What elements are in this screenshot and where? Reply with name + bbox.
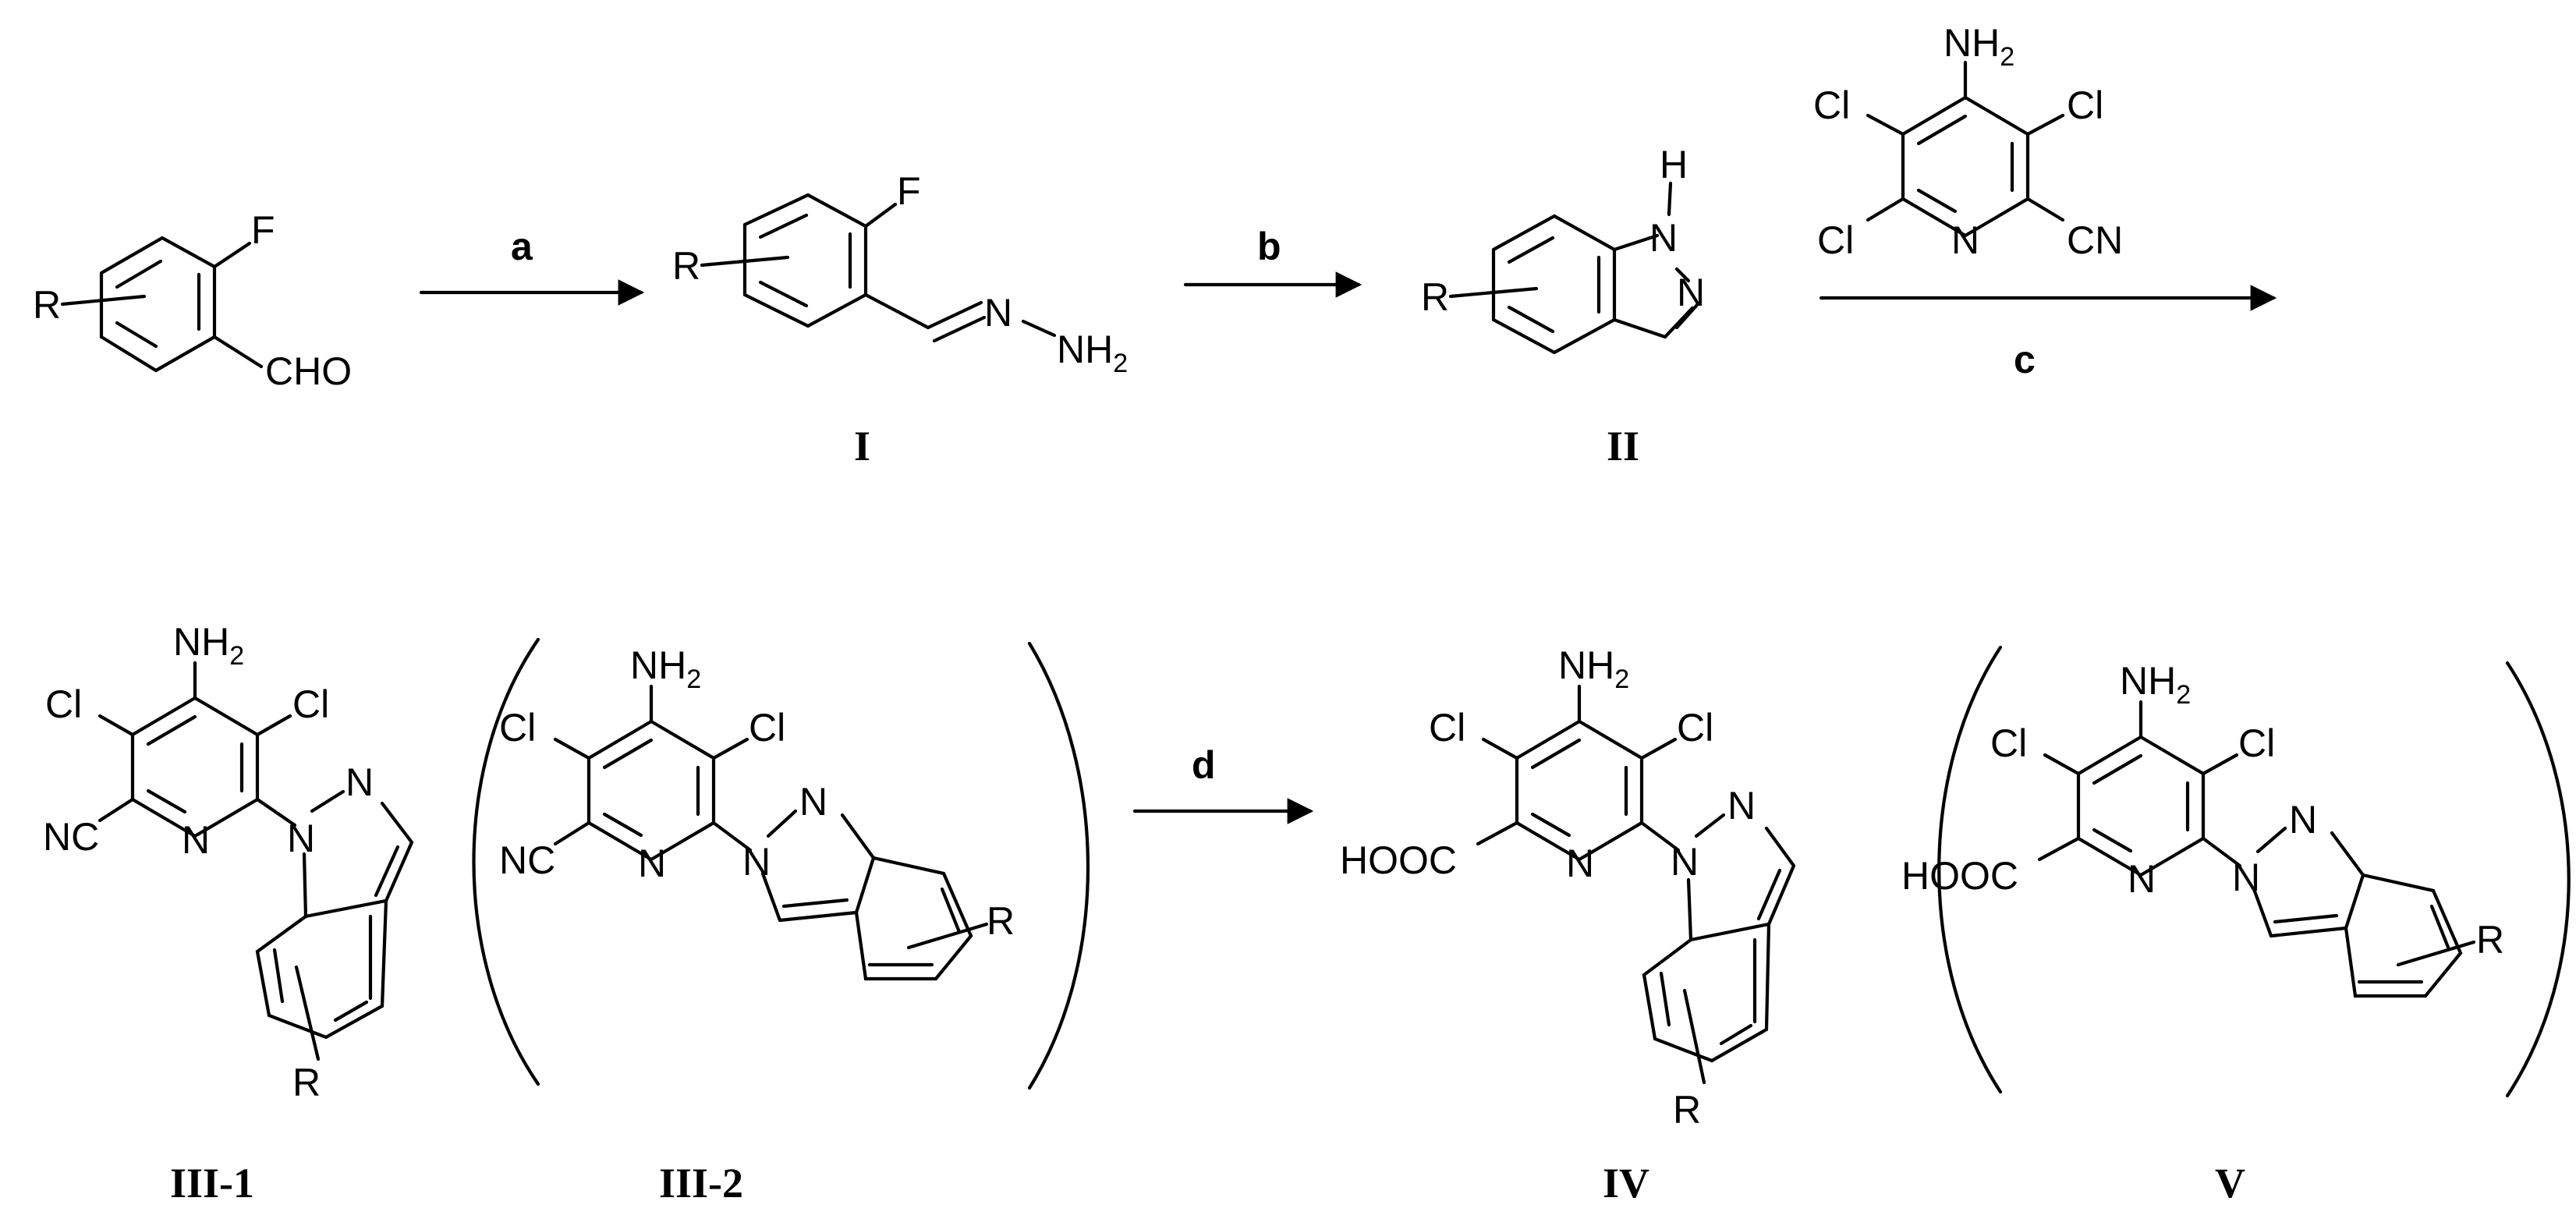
atom-cl: Cl [1677, 706, 1713, 749]
atom-cl: Cl [1990, 721, 2027, 765]
atom-n2: N [2289, 798, 2317, 842]
reagent-pyridine: NH2 Cl Cl Cl N CN [1813, 21, 2123, 262]
compound-label-iv: IV [1603, 1160, 1649, 1207]
atom-n: N [984, 291, 1012, 335]
atom-nh2: NH2 [173, 620, 244, 671]
atom-n: N [1566, 842, 1594, 885]
atom-nc: NC [499, 838, 555, 882]
atom-cl: Cl [749, 706, 785, 749]
atom-n: N [182, 818, 210, 862]
atom-n1: N [2232, 856, 2260, 899]
atom-n: N [2128, 857, 2156, 901]
compound-iv: NH2 Cl Cl HOOC N N N R IV [1340, 643, 1796, 1207]
compound-label-iii-1: III-1 [170, 1160, 254, 1207]
atom-cl: Cl [45, 682, 82, 726]
compound-v: NH2 Cl Cl HOOC N N N R V [1901, 645, 2571, 1207]
arrow-step-b: b [1183, 225, 1362, 298]
compound-label-ii: II [1607, 423, 1639, 470]
atom-cl: Cl [1429, 706, 1465, 749]
atom-r: R [987, 899, 1015, 943]
atom-hooc: HOOC [1340, 838, 1457, 882]
atom-nc: NC [43, 815, 99, 859]
arrow-step-a: a [419, 225, 645, 306]
atom-nh2: NH2 [2120, 659, 2191, 710]
atom-cl: Cl [1813, 83, 1850, 127]
atom-n1: N [742, 840, 771, 884]
compound-i: F R N NH2 I [672, 169, 1128, 470]
atom-r: R [1421, 275, 1449, 319]
starting-aldehyde: F CHO R [33, 208, 352, 393]
atom-n: N [638, 842, 666, 885]
atom-hooc: HOOC [1901, 854, 2018, 898]
atom-n2: N [799, 780, 827, 824]
atom-h: H [1660, 143, 1688, 186]
atom-f: F [897, 169, 921, 213]
atom-n1: N [287, 817, 315, 860]
compound-label-iii-2: III-2 [659, 1160, 743, 1207]
atom-r: R [292, 1061, 321, 1104]
arrow-step-c: c [1819, 285, 2277, 381]
compound-label-v: V [2215, 1160, 2245, 1207]
atom-cl: Cl [2238, 721, 2275, 765]
reagent-d-label: d [1192, 743, 1216, 787]
atom-n2: N [1727, 784, 1756, 827]
compound-iii-2: NH2 Cl Cl NC N N N R III-2 [472, 637, 1090, 1207]
atom-r: R [2476, 918, 2504, 962]
arrow-step-d: d [1132, 743, 1314, 824]
compound-iii-1: NH2 Cl Cl NC N N N R III-1 [43, 620, 414, 1207]
atom-r: R [672, 244, 700, 288]
atom-cho: CHO [265, 349, 352, 393]
atom-r: R [1673, 1088, 1701, 1132]
atom-n: N [1951, 218, 1979, 262]
atom-n2: N [1677, 271, 1705, 314]
atom-cl: Cl [292, 682, 329, 726]
atom-cl: Cl [2067, 83, 2103, 127]
atom-n1: N [1649, 216, 1678, 260]
atom-cl: Cl [1817, 218, 1854, 262]
atom-f: F [251, 208, 275, 252]
atom-nh2: NH2 [1057, 328, 1128, 378]
atom-nh2: NH2 [630, 643, 701, 694]
atom-nh2: NH2 [1944, 21, 2014, 72]
compound-label-i: I [854, 423, 870, 470]
atom-cl: Cl [499, 706, 536, 749]
atom-n2: N [345, 760, 374, 804]
atom-r: R [33, 283, 61, 327]
atom-nh2: NH2 [1558, 643, 1629, 694]
atom-cn: CN [2067, 218, 2123, 262]
reagent-b-label: b [1257, 225, 1281, 268]
reagent-a-label: a [511, 225, 533, 268]
reagent-c-label: c [2014, 338, 2036, 381]
compound-ii: H N N R II [1421, 143, 1705, 470]
atom-n1: N [1671, 840, 1699, 884]
